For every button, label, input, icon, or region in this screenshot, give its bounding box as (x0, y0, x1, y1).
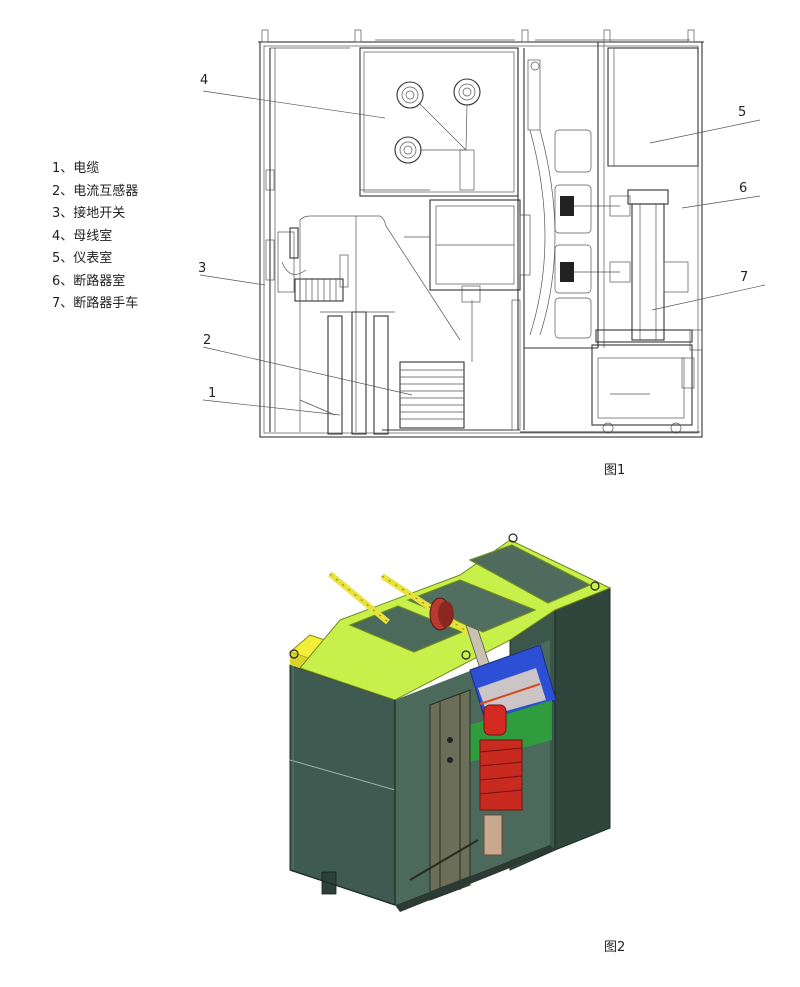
legend-item-breaker-room: 6、断路器室 (52, 273, 126, 289)
legend-item-instrument-room: 5、仪表室 (52, 251, 113, 266)
legend-item-cable: 1、电缆 (52, 161, 100, 176)
figure2-caption: 图2 (604, 940, 626, 955)
figure2-3d-render (289, 533, 612, 912)
contact-spouts (404, 199, 531, 291)
callout-3: 3 (198, 261, 206, 276)
current-transformer-drawing (399, 361, 465, 429)
callout-leaders (199, 90, 766, 416)
callout-4: 4 (200, 73, 208, 88)
legend-item-earthing-switch: 3、接地开关 (52, 206, 126, 221)
callout-7: 7 (740, 270, 748, 285)
busbar-bushing (429, 597, 493, 676)
busbar-room (359, 47, 519, 197)
breaker-frame (409, 689, 479, 901)
callout-2: 2 (203, 333, 211, 348)
cable-terminations (299, 311, 395, 435)
callout-labels: 1 2 3 4 5 6 7 (198, 73, 748, 401)
callout-5: 5 (738, 105, 746, 120)
red-insulators (479, 704, 523, 856)
legend-item-breaker-truck: 7、断路器手车 (52, 296, 139, 311)
breaker-truck-drawing (591, 189, 703, 434)
busbar-conductors (394, 78, 481, 164)
legend-item-busbar-room: 4、母线室 (52, 228, 113, 244)
callout-1: 1 (208, 386, 216, 401)
cabinet-outline (259, 41, 703, 438)
top-frame (289, 533, 612, 701)
figure1-caption: 图1 (604, 463, 626, 478)
earthing-switch-drawing (277, 227, 349, 302)
legend-item-current-transformer: 2、电流互感器 (52, 183, 139, 199)
callout-6: 6 (739, 181, 747, 196)
figure1-cross-section: 1 2 3 4 5 6 7 (198, 29, 766, 438)
legend-list: 1、电缆 2、电流互感器 3、接地开关 4、母线室 5、仪表室 6、断路器室 7… (52, 158, 138, 316)
instrument-room (607, 47, 699, 167)
